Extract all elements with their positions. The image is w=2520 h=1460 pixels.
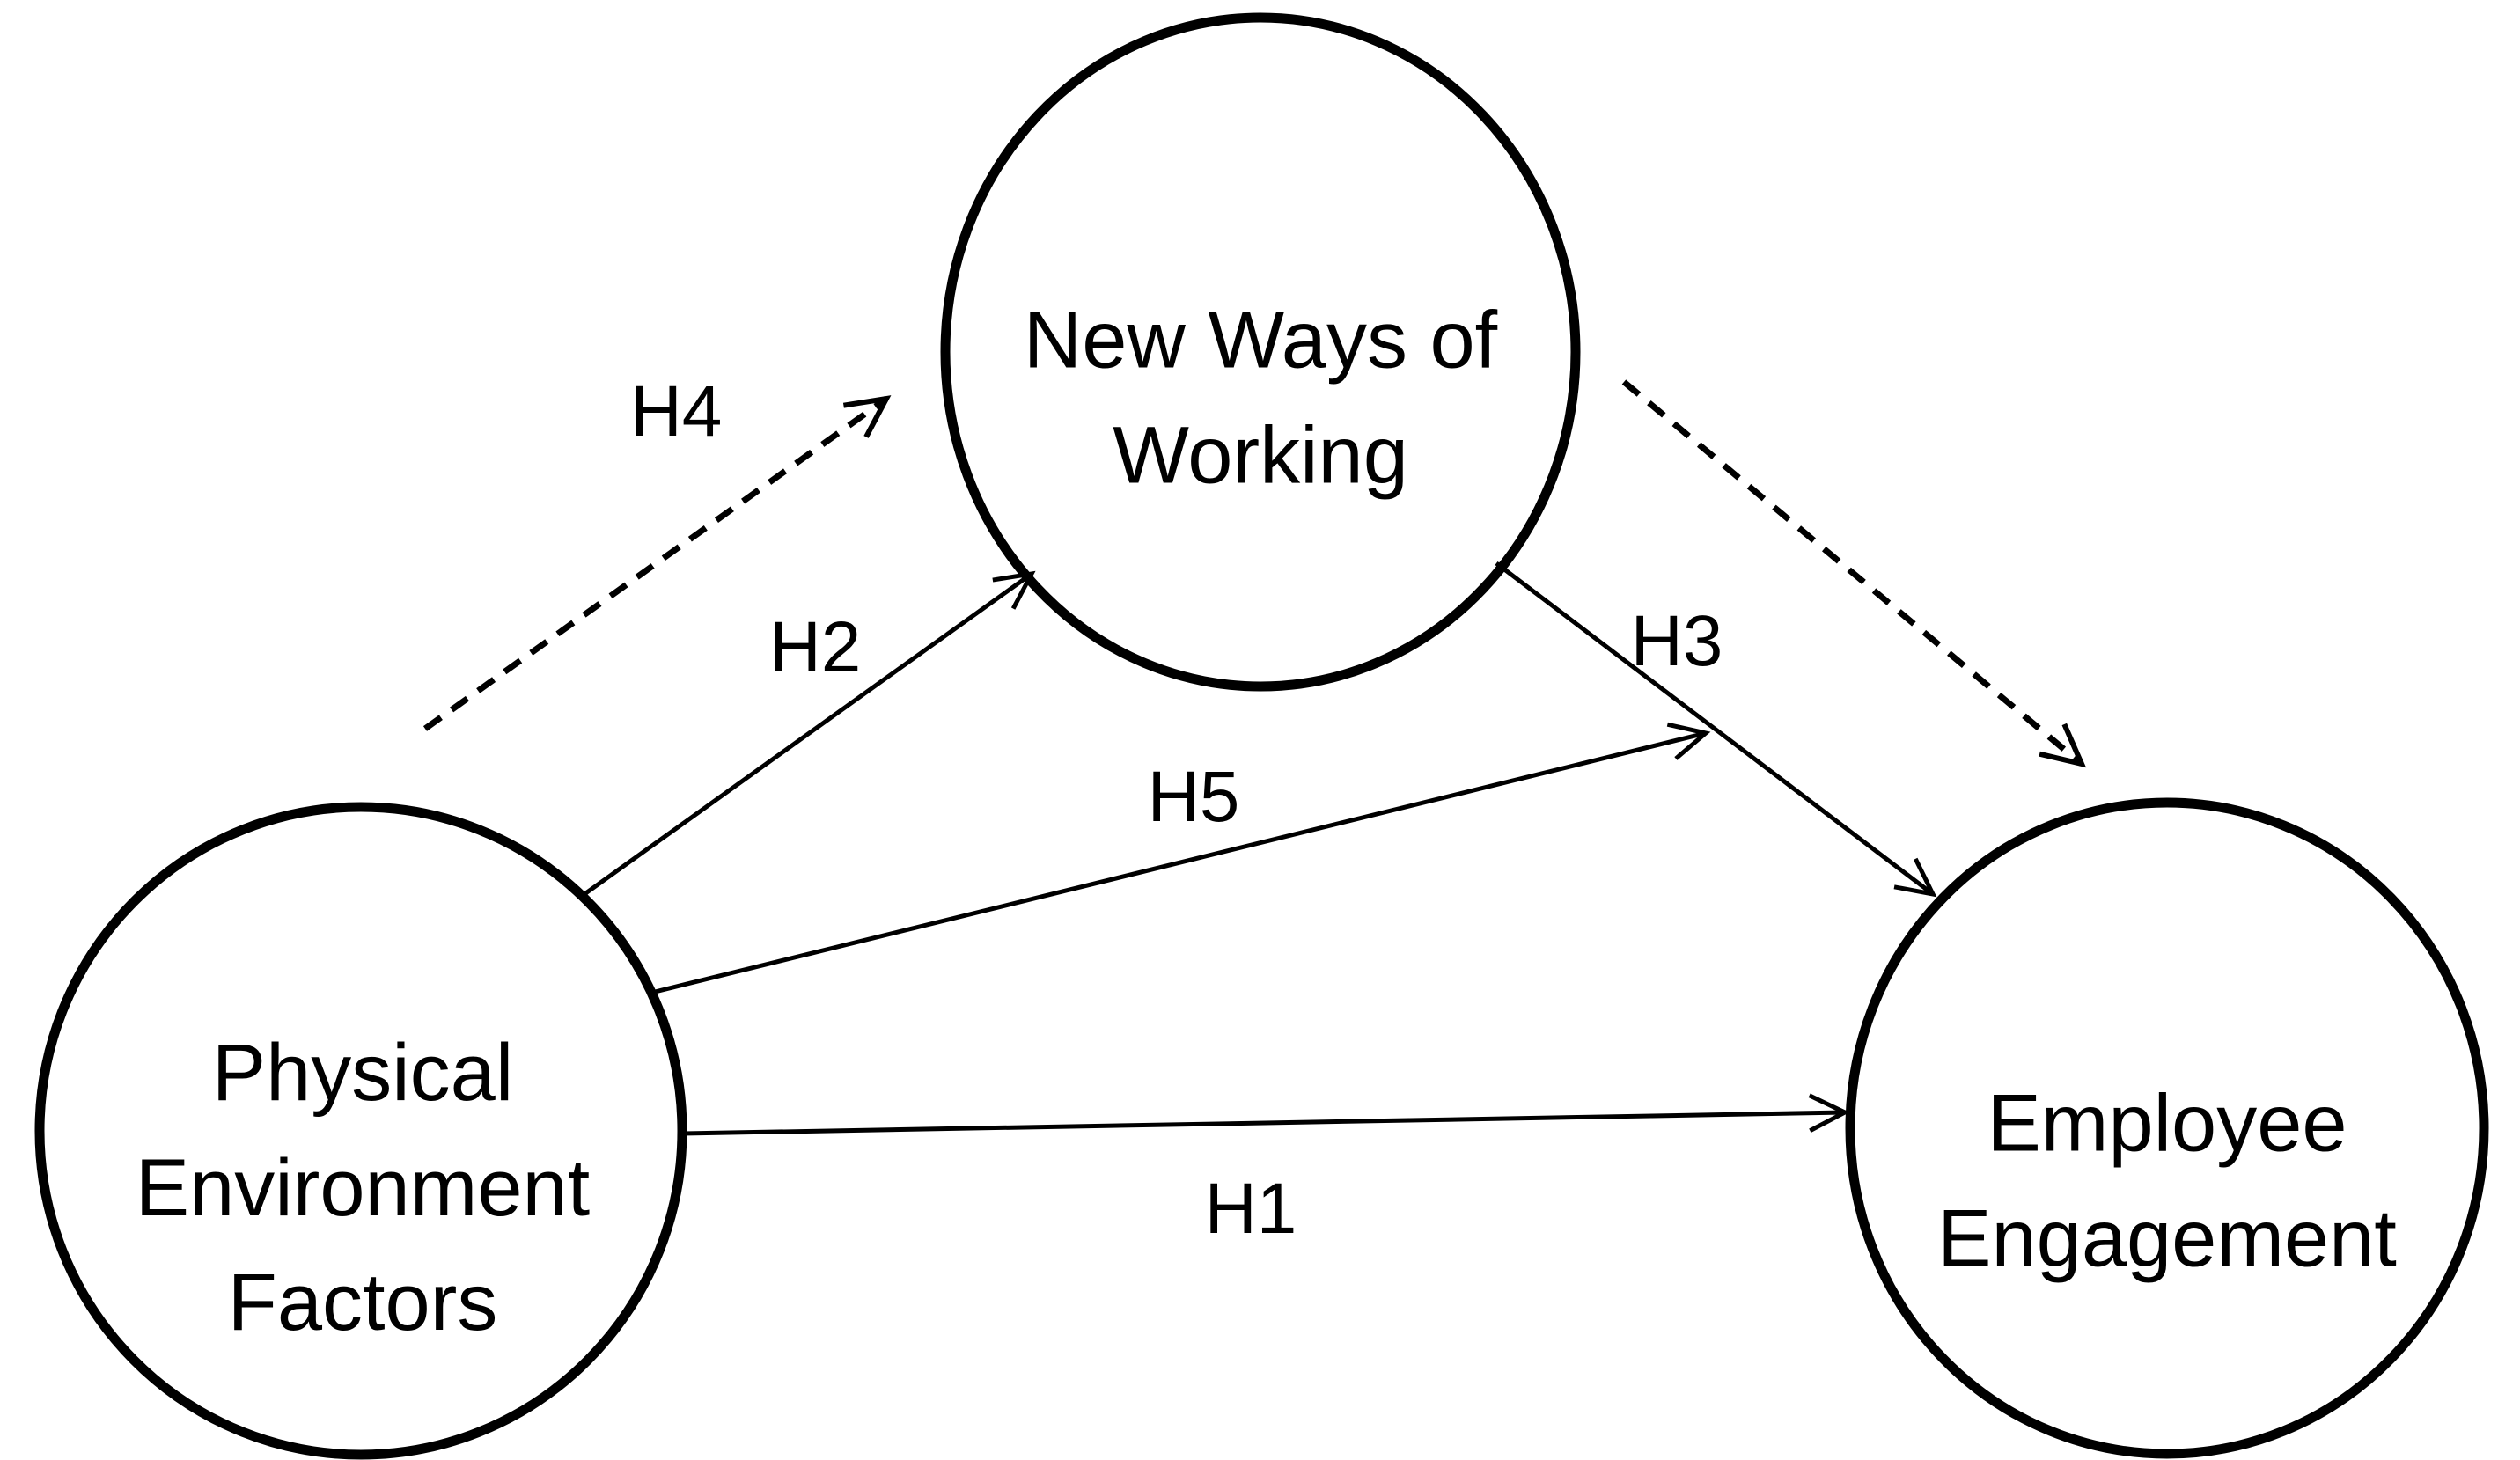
edge-label-h5: H5 bbox=[1147, 757, 1240, 837]
edge-label-h1: H1 bbox=[1204, 1169, 1297, 1249]
edge-h1-arrow bbox=[682, 1093, 1850, 1136]
edge-h3-arrow bbox=[1495, 561, 1937, 898]
node-circle-physical-environment-factors bbox=[34, 802, 687, 1460]
edge-h4-dashed-arrow bbox=[422, 395, 892, 731]
node-label-employee-engagement: Employee Engagement bbox=[1937, 1078, 2397, 1283]
edge-label-h2: H2 bbox=[768, 607, 862, 687]
edge-mediated-path-dashed-arrow bbox=[1621, 379, 2087, 768]
edge-h2-arrow bbox=[583, 570, 1036, 897]
node-label-physical-environment-factors: Physical Environment Factors bbox=[135, 1028, 591, 1348]
edge-label-h4: H4 bbox=[629, 371, 723, 451]
node-circle-new-ways-of-working bbox=[940, 12, 1581, 692]
edge-h5-arrow bbox=[650, 722, 1711, 995]
node-label-new-ways-of-working: New Ways of Working bbox=[1023, 295, 1498, 500]
edge-label-h3: H3 bbox=[1630, 601, 1723, 681]
node-circle-employee-engagement bbox=[1845, 797, 2489, 1459]
